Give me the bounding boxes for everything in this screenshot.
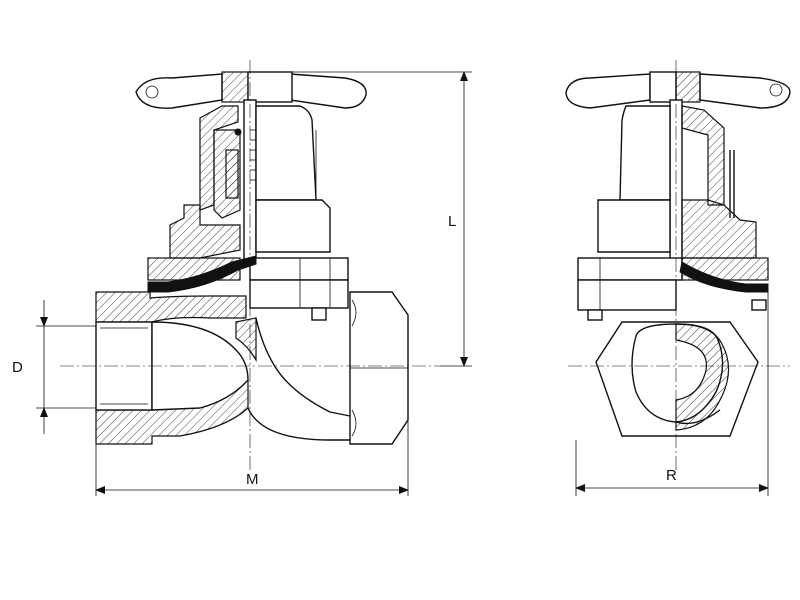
bonnet-front-section [169,105,242,259]
bonnet-front-outside [255,105,331,253]
bonnet-side-outside [597,105,671,253]
body-flange-front [147,255,349,321]
bonnet-side-section [681,105,757,259]
front-view [60,60,440,470]
dimension-d-label: D [12,359,23,376]
dimension-d [36,300,96,434]
dimension-l-label: L [448,213,456,230]
dimension-m-label: M [246,471,259,488]
dimension-m [95,420,409,496]
side-view [565,60,791,470]
valve-body-front [95,291,409,445]
body-flange-side [577,257,769,321]
dimension-r-label: R [666,467,677,484]
handwheel-side [565,71,791,109]
dimension-r [575,292,769,496]
handwheel-front [135,71,367,109]
valve-body-side [595,321,759,437]
dimension-l [292,71,472,367]
